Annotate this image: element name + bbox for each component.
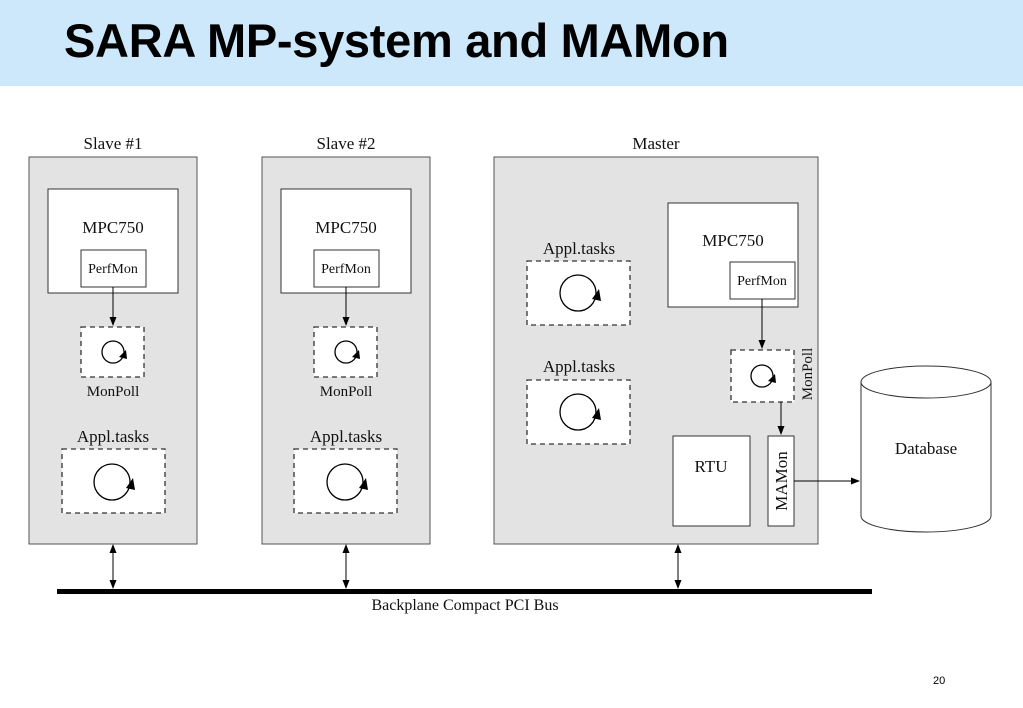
slave2-monpoll-box [313,326,378,378]
slave1-perfmon-label: PerfMon [88,262,138,277]
master-monpoll-label: MonPoll [800,348,816,401]
slave1-label: Slave #1 [83,134,142,153]
master-monpoll-loop-icon [750,364,776,388]
master-tasks1-label: Appl.tasks [543,239,615,258]
master-cpu-label: MPC750 [702,231,763,250]
master-rtu-label: RTU [695,457,728,476]
slave2-label: Slave #2 [316,134,375,153]
slave2-monpoll-loop-icon [334,340,360,364]
slave2-tasks-box [293,448,398,514]
master-monpoll-box [730,349,795,403]
slave1-tasks-box [61,448,166,514]
slave1-tasks-loop-icon [93,463,135,501]
slave1-monpoll-label: MonPoll [87,384,140,400]
slave1-tasks-label: Appl.tasks [77,427,149,446]
title-bar [0,0,1023,86]
slave2-tasks-label: Appl.tasks [310,427,382,446]
master-tasks2-box [526,379,631,445]
slave2-perfmon-box [313,249,380,288]
database-cylinder [860,365,992,533]
master-perfmon-box [729,261,796,300]
database-label: Database [895,439,957,458]
slave2-perfmon-label: PerfMon [321,262,371,277]
master-tasks2-label: Appl.tasks [543,357,615,376]
master-tasks1-box [526,260,631,326]
slave2-tasks-loop-icon [326,463,368,501]
master-label: Master [632,134,680,153]
master-perfmon-label: PerfMon [737,274,787,289]
slave1-cpu-label: MPC750 [82,218,143,237]
slave1-monpoll-loop-icon [101,340,127,364]
slave2-monpoll-label: MonPoll [320,384,373,400]
master-tasks2-loop-icon [559,393,601,431]
master-mamon-label: MAMon [772,451,791,511]
page-number: 20 [933,675,946,687]
slide-title: SARA MP-system and MAMon [64,14,729,67]
slave2-cpu-label: MPC750 [315,218,376,237]
bus-label: Backplane Compact PCI Bus [371,597,558,614]
backplane-bus [57,589,872,594]
master-tasks1-loop-icon [559,274,601,312]
slave1-monpoll-box [80,326,145,378]
master-rtu-box [672,435,751,527]
slave1-perfmon-box [80,249,147,288]
